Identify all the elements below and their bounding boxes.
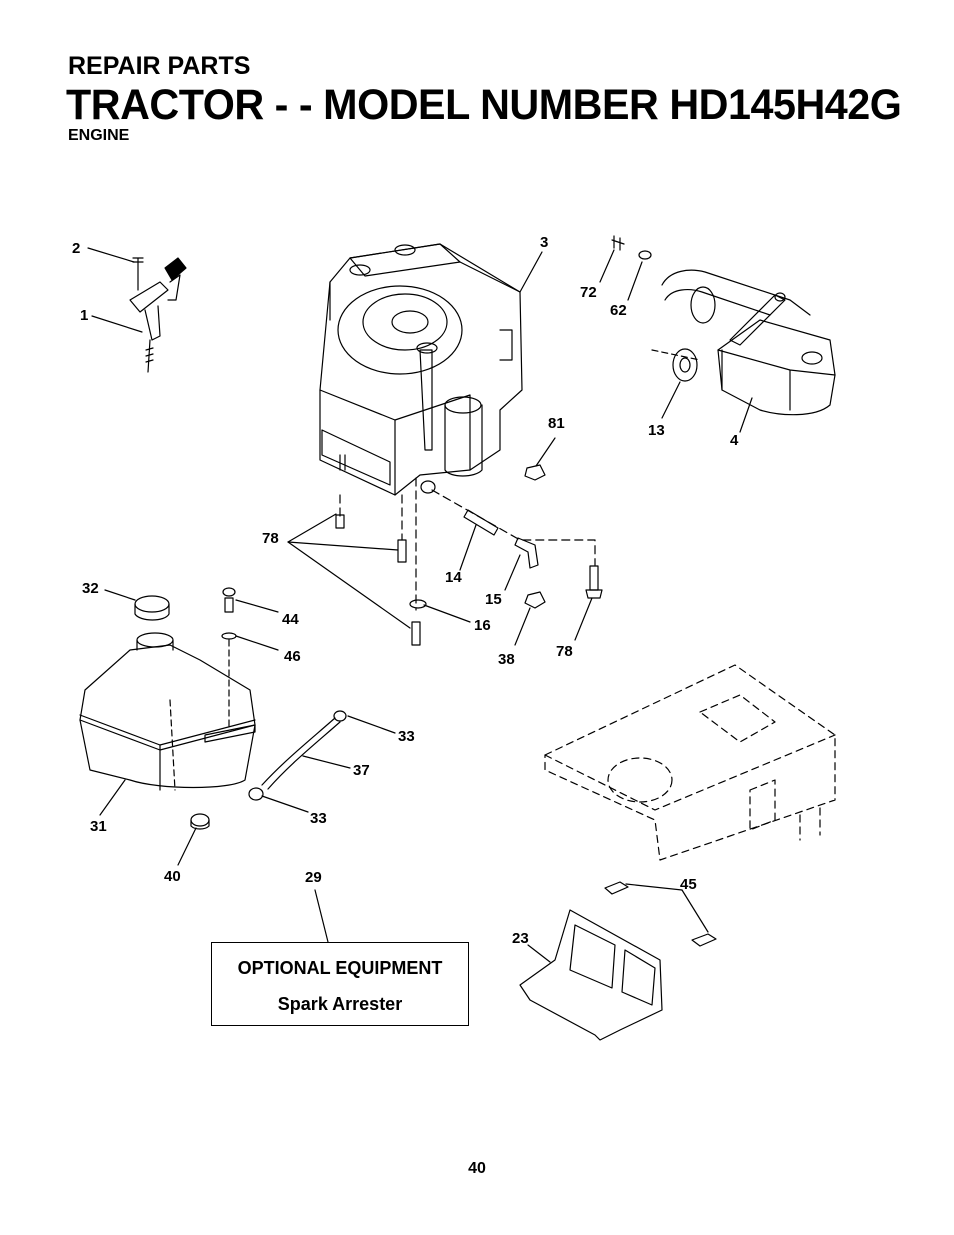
callout-1: 1 xyxy=(80,307,88,324)
engine-hardware-illustration xyxy=(335,464,603,646)
callout-16: 16 xyxy=(474,617,491,634)
callout-81: 81 xyxy=(548,415,565,432)
callout-23: 23 xyxy=(512,930,529,947)
leader-line-13 xyxy=(661,381,681,419)
optional-equipment-item: Spark Arrester xyxy=(277,994,403,1014)
leader-line-4 xyxy=(739,397,753,433)
callout-3: 3 xyxy=(540,234,548,251)
leader-line-32 xyxy=(104,589,136,601)
leader-line-33b xyxy=(261,795,309,813)
leader-line-72 xyxy=(599,249,615,283)
callout-78a: 78 xyxy=(262,530,279,547)
frame-reference-illustration xyxy=(544,664,836,861)
page-title: TRACTOR - - MODEL NUMBER HD145H42G xyxy=(66,81,902,129)
leader-line-37 xyxy=(302,755,351,769)
callout-46: 46 xyxy=(284,648,301,665)
leader-line-62 xyxy=(627,261,643,301)
callout-2: 2 xyxy=(72,240,80,257)
heat-shield-illustration xyxy=(519,881,717,1041)
callout-40: 40 xyxy=(164,868,181,885)
callout-37: 37 xyxy=(353,762,370,779)
leader-line-1 xyxy=(91,315,143,333)
callout-33b: 33 xyxy=(310,810,327,827)
callout-72: 72 xyxy=(580,284,597,301)
leader-line-81 xyxy=(535,437,556,467)
callout-62: 62 xyxy=(610,302,627,319)
leader-line-31 xyxy=(99,779,126,816)
leader-line-33a xyxy=(347,715,396,734)
leader-line-15 xyxy=(504,554,521,591)
leader-line-78a-3 xyxy=(287,541,411,629)
callout-13: 13 xyxy=(648,422,665,439)
muffler-illustration xyxy=(611,235,836,416)
callout-45: 45 xyxy=(680,876,697,893)
leader-line-45-2 xyxy=(681,889,709,933)
callout-78b: 78 xyxy=(556,643,573,660)
leader-line-23 xyxy=(527,944,551,963)
throttle-control-illustration xyxy=(129,257,187,373)
optional-equipment-box: OPTIONAL EQUIPMENT Spark Arrester xyxy=(211,942,469,1026)
leader-line-78a-1 xyxy=(287,513,337,543)
leader-line-46 xyxy=(235,635,279,651)
section-heading: REPAIR PARTS xyxy=(68,52,251,80)
leader-line-14 xyxy=(459,524,477,571)
callout-31: 31 xyxy=(90,818,107,835)
callout-4: 4 xyxy=(730,432,739,449)
callout-32: 32 xyxy=(82,580,99,597)
callout-44: 44 xyxy=(282,611,299,628)
leader-line-45-1 xyxy=(625,883,683,891)
optional-equipment-title: OPTIONAL EQUIPMENT xyxy=(237,958,443,978)
leader-line-29 xyxy=(314,889,329,943)
leader-line-44 xyxy=(235,599,279,613)
leader-line-40 xyxy=(177,827,197,866)
callout-29: 29 xyxy=(305,869,322,886)
page-number: 40 xyxy=(468,1160,486,1177)
fuel-tank-illustration xyxy=(79,587,347,830)
leader-line-16 xyxy=(423,604,471,623)
engine-illustration xyxy=(319,243,523,496)
page-subtitle: ENGINE xyxy=(68,127,130,144)
leader-line-38 xyxy=(514,607,531,646)
callout-38: 38 xyxy=(498,651,515,668)
leader-line-78b xyxy=(574,597,593,641)
leader-line-78a-2 xyxy=(287,541,399,551)
callout-14: 14 xyxy=(445,569,462,586)
leader-line-3 xyxy=(519,251,543,293)
callout-15: 15 xyxy=(485,591,502,608)
callout-33a: 33 xyxy=(398,728,415,745)
leader-line-2 xyxy=(87,247,135,263)
